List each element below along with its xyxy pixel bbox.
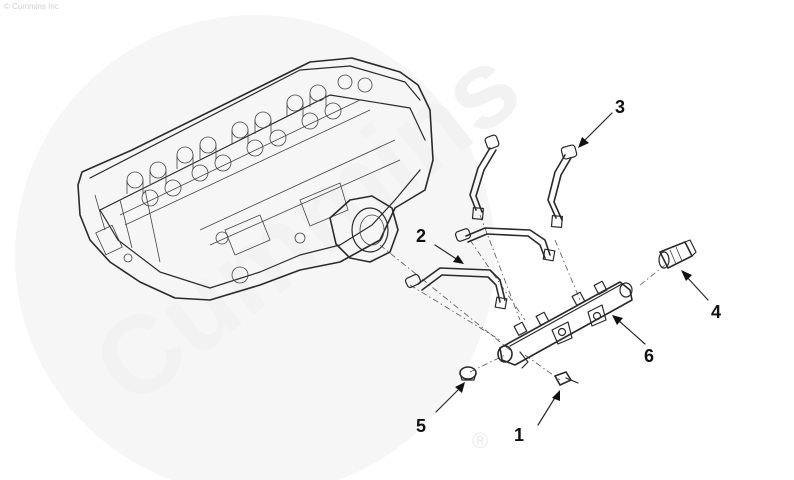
fuel-line-2b — [454, 227, 556, 262]
cylinder-head — [77, 57, 434, 301]
rail-pressure-sensor — [658, 239, 697, 269]
watermark: Cummins © Cummins Inc ® — [4, 2, 542, 480]
callout-5: 5 — [416, 416, 426, 436]
arrow-3 — [578, 112, 613, 148]
fuel-line-3a — [469, 134, 500, 221]
arrow-4 — [681, 270, 709, 301]
assembly-center-lines — [379, 214, 666, 381]
arrow-6 — [612, 315, 646, 345]
arrow-5 — [435, 382, 465, 413]
callout-1: 1 — [514, 425, 524, 445]
fuel-line-3b — [547, 144, 578, 229]
leader-arrows — [434, 112, 709, 426]
callout-labels: 1 2 3 4 5 6 — [416, 97, 721, 445]
arrow-2 — [434, 244, 464, 264]
registered-mark: ® — [472, 428, 488, 453]
fuel-rail — [497, 280, 633, 369]
mounting-bolt — [554, 371, 579, 386]
arrow-1 — [537, 390, 560, 426]
watermark-copyright-text: © Cummins Inc — [4, 2, 59, 11]
callout-6: 6 — [644, 346, 654, 366]
watermark-disc — [15, 15, 495, 480]
intake-port — [329, 195, 399, 263]
callout-3: 3 — [615, 97, 625, 117]
callout-4: 4 — [711, 302, 721, 322]
rail-end-plug — [459, 366, 477, 381]
fuel-line-2 — [404, 267, 508, 310]
callout-2: 2 — [416, 226, 426, 246]
